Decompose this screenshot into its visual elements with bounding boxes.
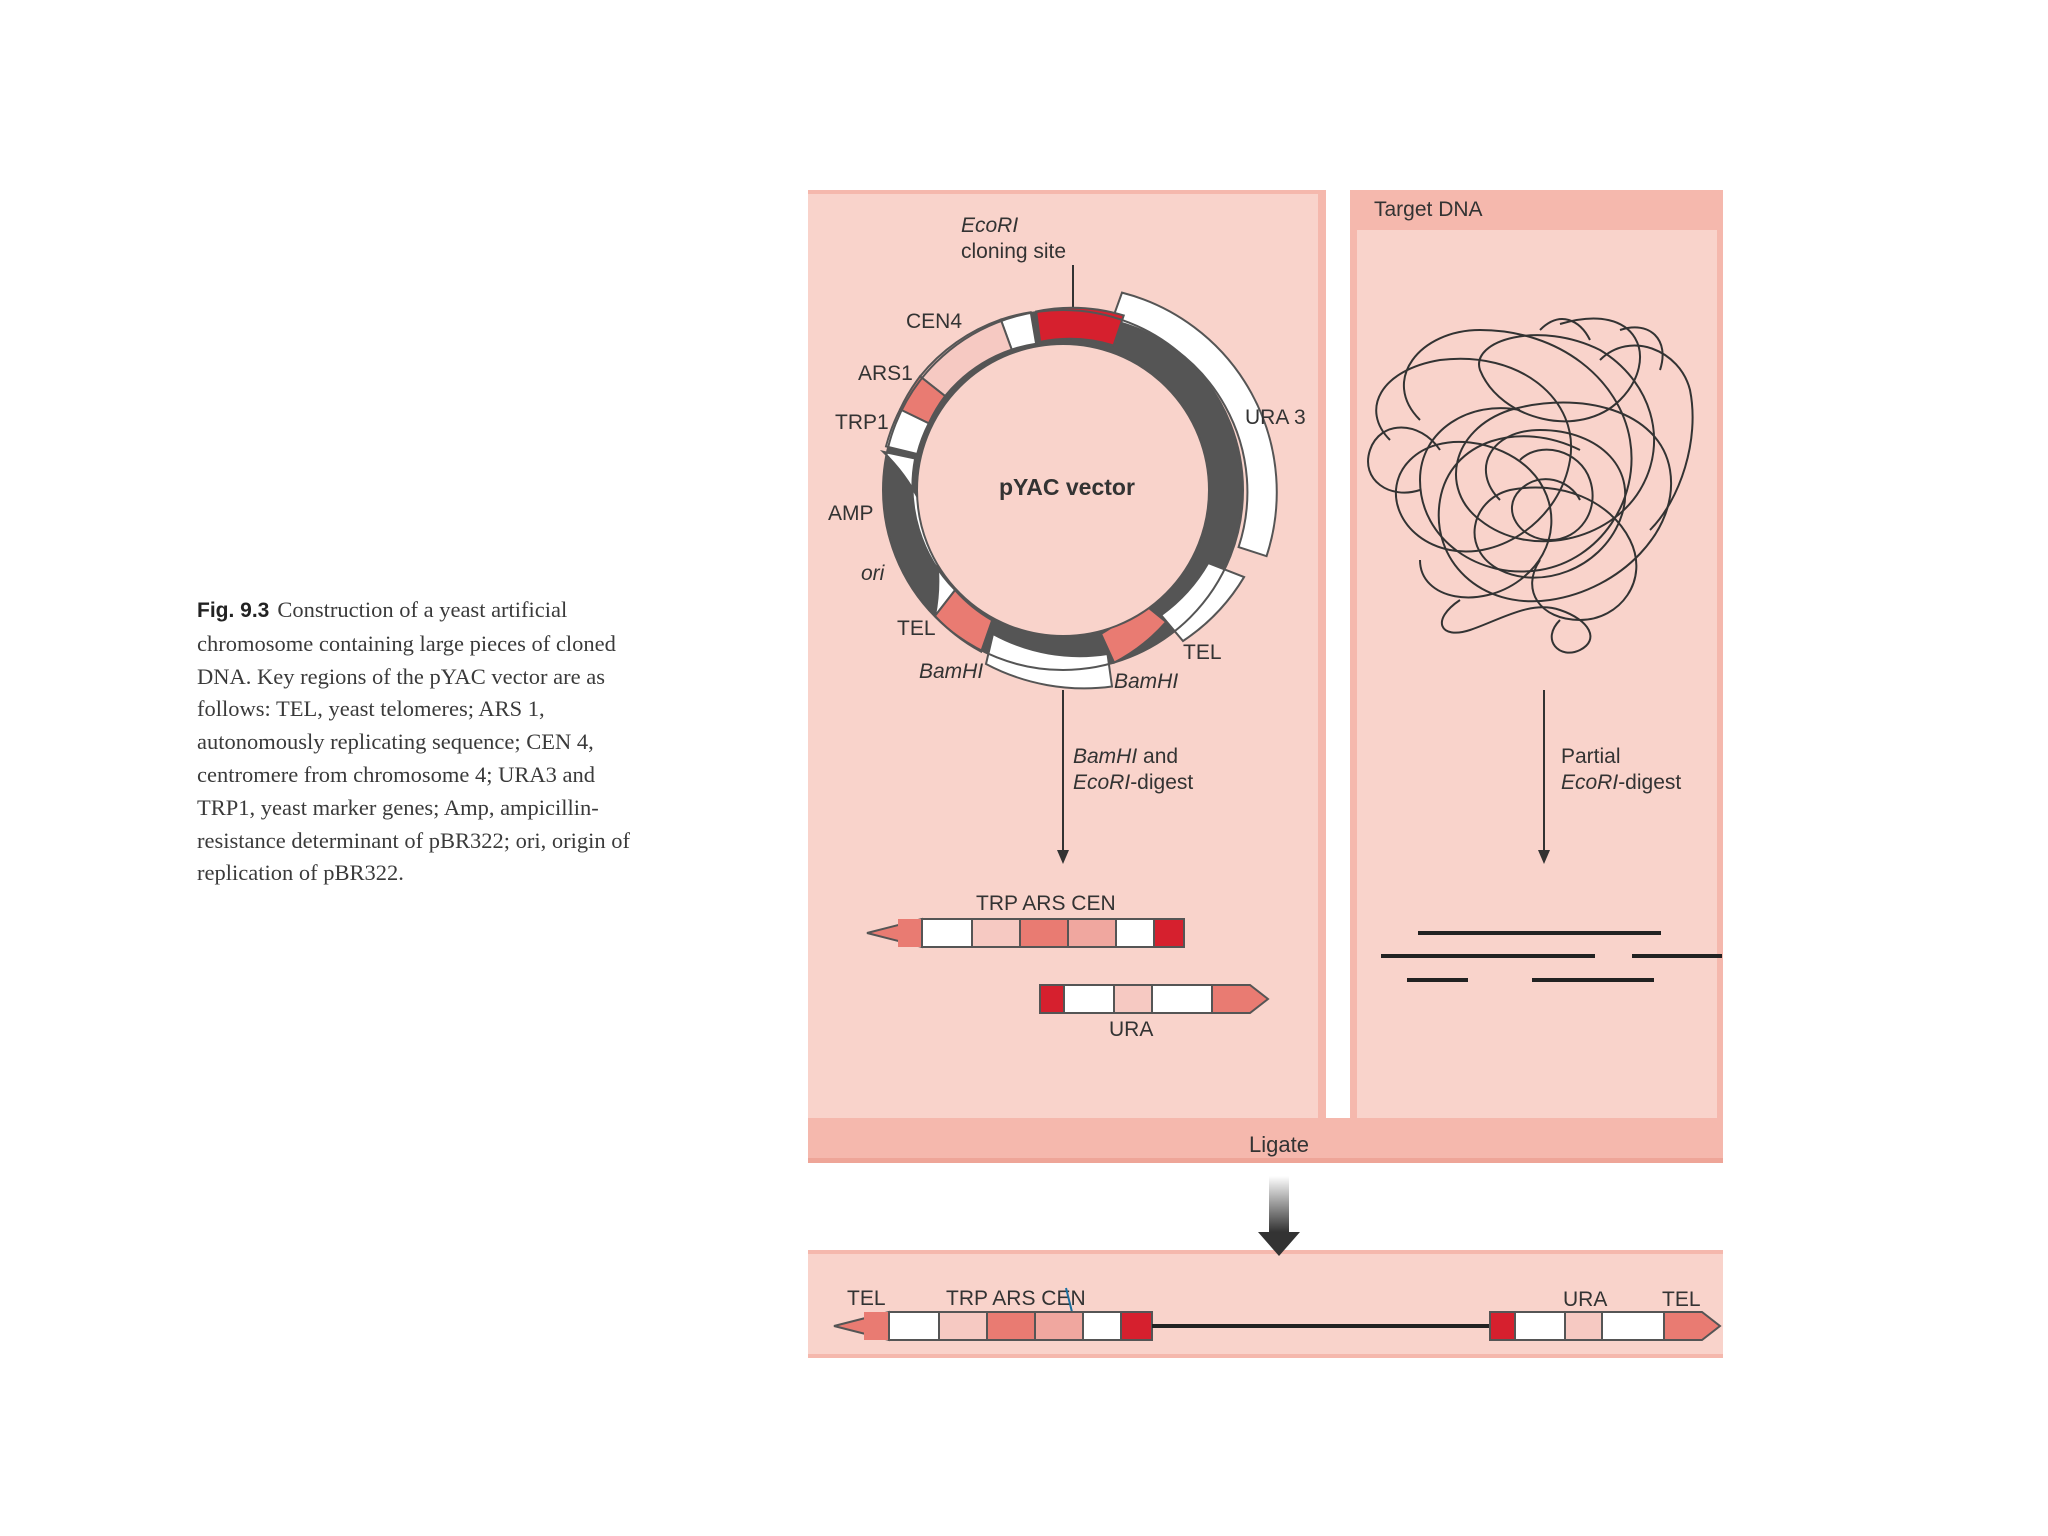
label-ura3: URA 3 bbox=[1245, 406, 1306, 429]
left-arm-tel-box bbox=[898, 919, 922, 947]
product-panel-bottom-edge bbox=[808, 1354, 1723, 1358]
product-tel-right-block bbox=[1663, 1311, 1722, 1341]
product-ecori-right bbox=[1489, 1311, 1516, 1341]
segment-ars1 bbox=[898, 374, 947, 425]
right-arm-ecori bbox=[1039, 984, 1065, 1014]
product-panel-edge bbox=[808, 1250, 1723, 1254]
product-trp bbox=[986, 1311, 1036, 1341]
product-ars bbox=[1034, 1311, 1084, 1341]
product-white-2 bbox=[1082, 1311, 1122, 1341]
cloning-site-enzyme: EcoRI bbox=[961, 214, 1018, 237]
plasmid-name: pYAC vector bbox=[999, 474, 1135, 500]
right-arm-tel bbox=[1211, 984, 1270, 1014]
label-tel-left: TEL bbox=[897, 617, 936, 640]
target-digest-label-line2: EcoRI-digest bbox=[1561, 771, 1681, 794]
pyac-plasmid-ring bbox=[879, 291, 1278, 690]
segment-ecori-site bbox=[1035, 306, 1126, 347]
product-pale bbox=[938, 1311, 988, 1341]
right-arm-white-2 bbox=[1151, 984, 1213, 1014]
plasmid-outer-outline bbox=[882, 309, 1244, 671]
left-arm-fragment bbox=[866, 917, 1185, 949]
target-digest-label-line1: Partial bbox=[1561, 745, 1621, 768]
segment-bamhi-white bbox=[984, 632, 1114, 690]
product-ecori-left bbox=[1120, 1311, 1153, 1341]
ligate-bar-shadow bbox=[808, 1158, 1723, 1163]
figure-label: Fig. 9.3 bbox=[197, 599, 270, 622]
label-cen4: CEN4 bbox=[906, 310, 962, 333]
left-arm-trp bbox=[1019, 918, 1069, 948]
target-dna-tangle bbox=[1367, 317, 1694, 654]
label-tel-right: TEL bbox=[1183, 641, 1222, 664]
target-panel-title-bar bbox=[1357, 190, 1717, 230]
product-white-1 bbox=[888, 1311, 940, 1341]
product-tel-right: TEL bbox=[1662, 1288, 1701, 1311]
product-tel-left-box bbox=[864, 1312, 889, 1340]
product-tel-left: TEL bbox=[847, 1287, 886, 1310]
target-panel-title: Target DNA bbox=[1374, 198, 1483, 221]
label-trp1: TRP1 bbox=[835, 411, 889, 434]
right-arm-fragment bbox=[1039, 984, 1270, 1014]
left-arm-label: TRP ARS CEN bbox=[976, 892, 1116, 915]
product-left-label: TRP ARS CEN bbox=[946, 1287, 1086, 1310]
label-amp: AMP bbox=[828, 502, 874, 525]
cloning-site-label: cloning site bbox=[961, 240, 1066, 263]
label-ori: ori bbox=[861, 562, 886, 585]
right-arm-pale bbox=[1113, 984, 1153, 1014]
target-digest-arrow-head bbox=[1538, 850, 1550, 864]
vector-panel-top-edge bbox=[808, 190, 1326, 194]
plasmid-inner-fill bbox=[916, 343, 1210, 637]
product-white-4 bbox=[1601, 1311, 1665, 1341]
segment-white-top bbox=[999, 311, 1038, 351]
segment-right-white bbox=[1159, 561, 1246, 643]
product-white-3 bbox=[1514, 1311, 1566, 1341]
segment-cen4 bbox=[918, 318, 1014, 398]
vector-digest-label-line2: EcoRI-digest bbox=[1073, 771, 1193, 794]
product-ura: URA bbox=[1563, 1288, 1607, 1311]
ligate-bar bbox=[808, 1118, 1723, 1163]
ligate-arrow-shaft bbox=[1269, 1176, 1289, 1232]
product-pale-2 bbox=[1564, 1311, 1603, 1341]
left-arm-white-1 bbox=[921, 918, 973, 948]
vector-digest-arrow-head bbox=[1057, 850, 1069, 864]
ligate-arrow-head bbox=[1258, 1232, 1300, 1256]
ligate-label: Ligate bbox=[1249, 1132, 1309, 1157]
product-cursor-mark bbox=[1065, 1287, 1073, 1313]
target-panel-left-edge bbox=[1350, 190, 1357, 1118]
right-arm-white-1 bbox=[1063, 984, 1115, 1014]
target-dna-fragments bbox=[1381, 931, 1722, 982]
vector-digest-label-line1: BamHI and bbox=[1073, 745, 1178, 768]
left-arm-pale bbox=[971, 918, 1021, 948]
target-panel-right-edge bbox=[1717, 190, 1723, 1118]
label-bamhi-right: BamHI bbox=[1114, 670, 1178, 693]
right-arm-label: URA bbox=[1109, 1018, 1153, 1041]
label-ars1: ARS1 bbox=[858, 362, 913, 385]
left-arm-ars bbox=[1067, 918, 1117, 948]
vector-panel-edge bbox=[1318, 190, 1326, 1118]
label-bamhi-left: BamHI bbox=[919, 660, 983, 683]
left-arm-ecori bbox=[1153, 918, 1185, 948]
product-yac bbox=[833, 1310, 1722, 1342]
caption-text: Construction of a yeast artificial chrom… bbox=[197, 597, 631, 886]
left-arm-white-2 bbox=[1115, 918, 1155, 948]
